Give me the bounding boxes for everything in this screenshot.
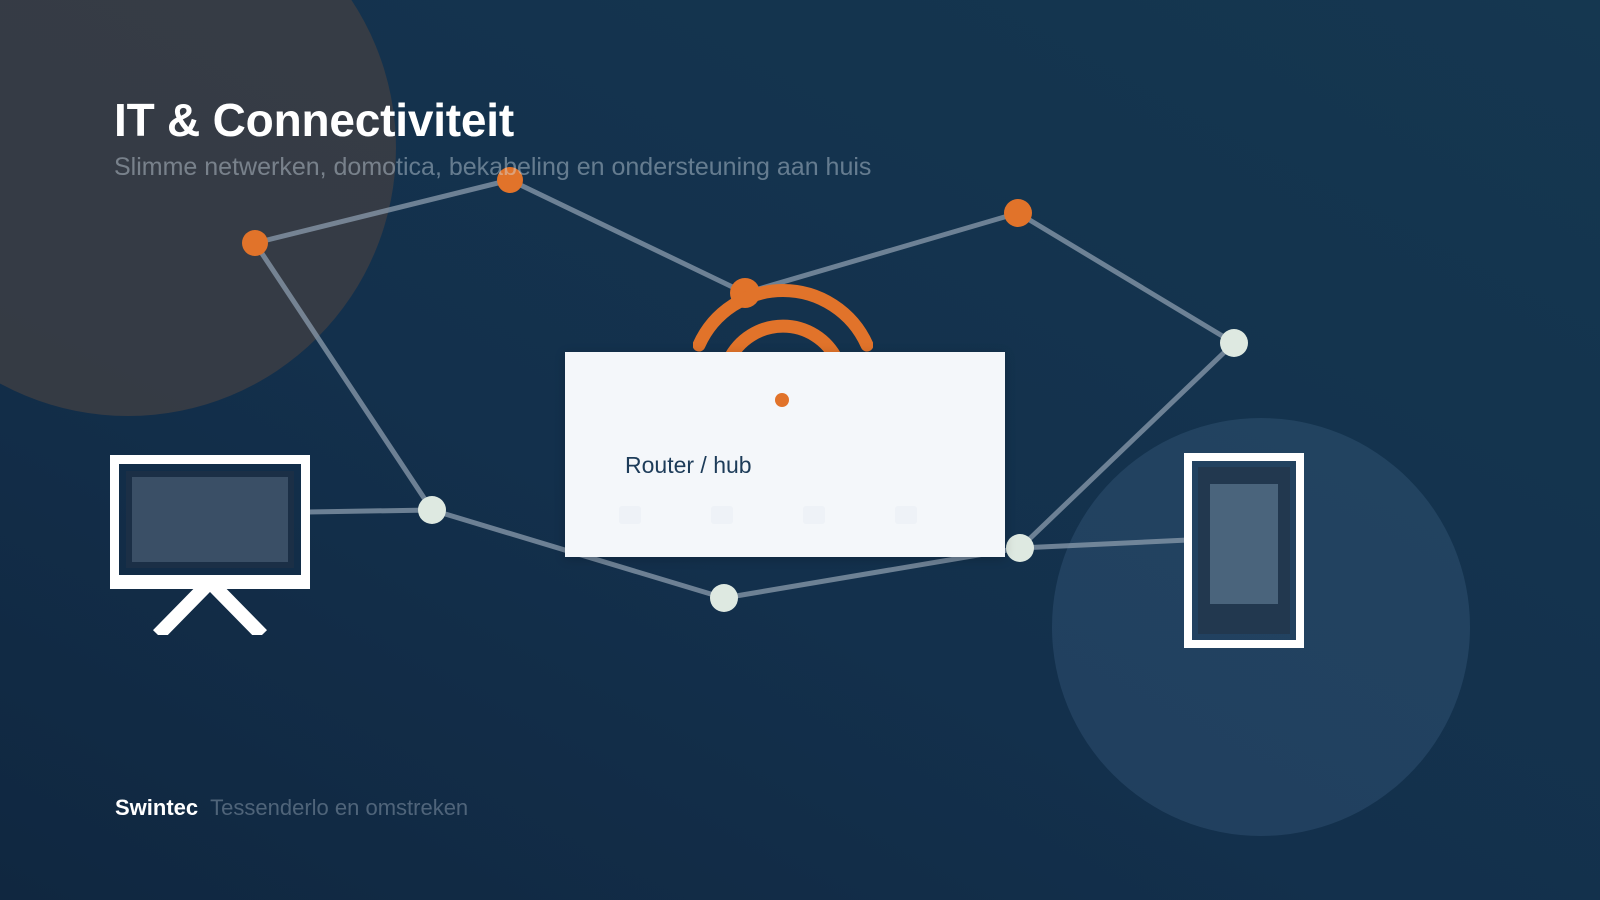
network-nodes <box>242 167 1248 612</box>
router-port-indicator <box>895 506 917 524</box>
network-node[interactable] <box>710 584 738 612</box>
network-edge <box>1017 340 1237 551</box>
router-port-indicator <box>619 506 641 524</box>
television-icon <box>105 450 315 640</box>
network-edge <box>1015 210 1237 346</box>
slide-header: IT & Connectiviteit Slimme netwerken, do… <box>114 94 1214 182</box>
network-node[interactable] <box>497 167 523 193</box>
network-edge <box>252 177 513 246</box>
network-edge <box>742 210 1021 296</box>
network-edge <box>305 507 435 515</box>
router-port-indicator <box>711 506 733 524</box>
router-status-dot <box>775 393 789 407</box>
network-node[interactable] <box>418 496 446 524</box>
network-edge <box>252 240 435 513</box>
footer: Swintec Tessenderlo en omstreken <box>115 795 468 821</box>
router-label: Router / hub <box>625 452 752 478</box>
network-node[interactable] <box>1220 329 1248 357</box>
brand-name: Swintec <box>115 795 199 820</box>
page-subtitle: Slimme netwerken, domotica, bekabeling e… <box>114 152 872 181</box>
network-edge <box>507 177 748 296</box>
router-card[interactable]: Router / hub <box>565 352 1005 557</box>
network-edge <box>1017 537 1191 551</box>
network-node[interactable] <box>1006 534 1034 562</box>
network-node[interactable] <box>242 230 268 256</box>
network-node[interactable] <box>1004 199 1032 227</box>
router-port-indicator <box>803 506 825 524</box>
brand-tagline: Tessenderlo en omstreken <box>210 795 469 820</box>
smartphone-icon <box>1184 453 1304 653</box>
router-port-row <box>619 506 917 524</box>
page-title: IT & Connectiviteit <box>114 94 515 146</box>
